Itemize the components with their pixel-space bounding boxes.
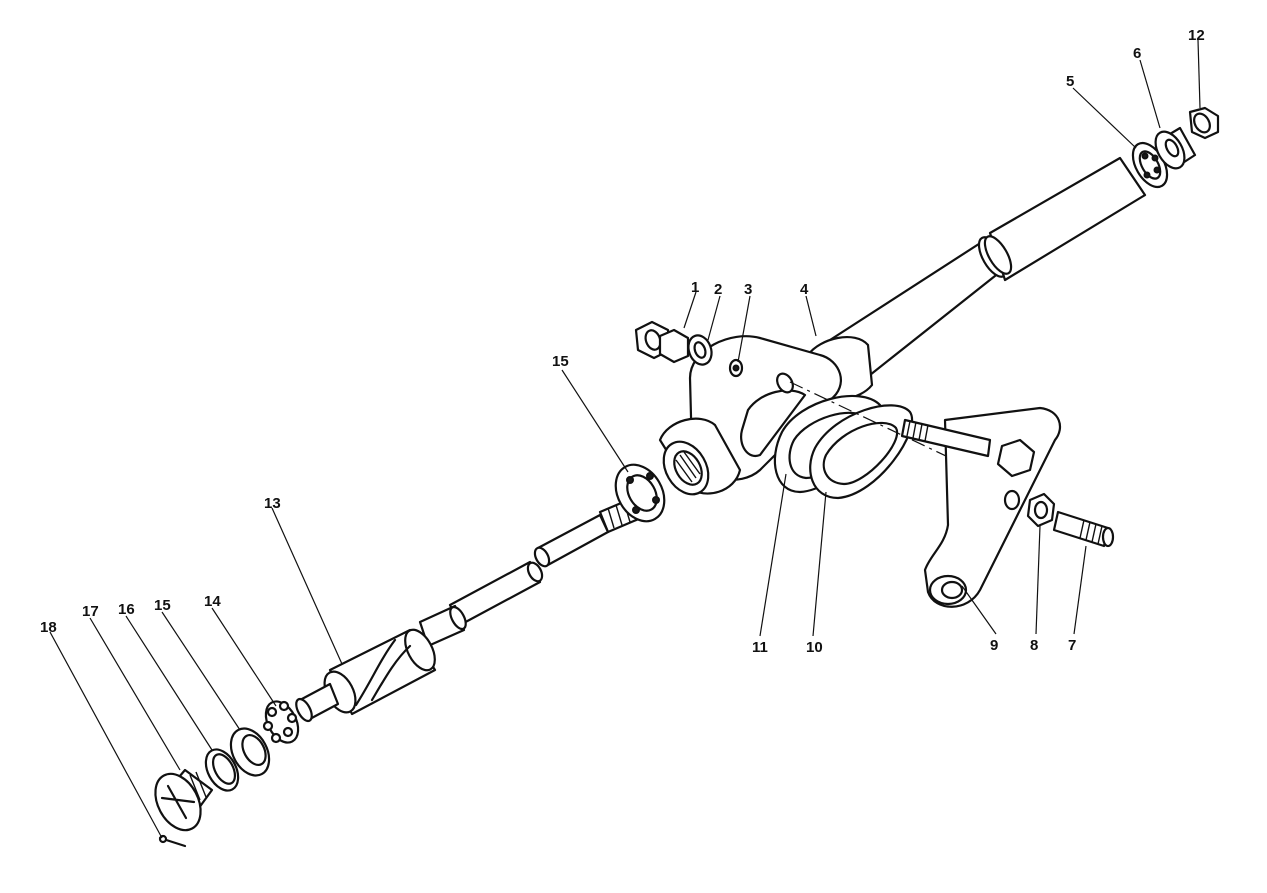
slotted-plug-part-17 [154,768,214,832]
central-housing-part-4 [658,335,874,496]
callout-9: 9 [990,637,998,654]
callout-3: 3 [744,281,752,298]
callout-13: 13 [264,495,281,512]
callout-18: 18 [40,619,57,636]
bearing-race-part-15-upper [614,463,666,523]
nut-part-8 [1026,492,1056,528]
ball-retainer-part-14 [262,700,300,744]
callout-15-upper: 15 [552,353,569,370]
leader-lines [49,39,1201,839]
upper-tube [828,156,1147,377]
callout-7: 7 [1068,637,1076,654]
race-part-15-lower [229,727,271,777]
callout-14: 14 [204,593,221,610]
callout-5: 5 [1066,73,1074,90]
callout-15-lower: 15 [154,597,171,614]
mounting-plate-part-9 [900,406,1062,608]
cotter-pin-part-18 [158,834,187,848]
callout-4: 4 [800,281,809,298]
hex-nut-part-1 [634,320,690,364]
callout-8: 8 [1030,637,1038,654]
callout-10: 10 [806,639,823,656]
callout-2: 2 [714,281,722,298]
washer-part-2 [687,334,713,366]
fitting-part-7 [1052,510,1115,548]
callout-1: 1 [691,279,699,296]
shim-part-10 [809,404,913,500]
lower-shaft-part-13 [295,493,650,723]
callout-11: 11 [752,639,768,656]
end-cap-part-6 [1154,126,1197,170]
hex-nut-part-12 [1188,106,1220,140]
callout-16: 16 [118,601,135,618]
callout-12: 12 [1188,27,1205,44]
callout-6: 6 [1133,45,1141,62]
callout-17: 17 [82,603,99,620]
washer-part-16 [204,748,240,792]
